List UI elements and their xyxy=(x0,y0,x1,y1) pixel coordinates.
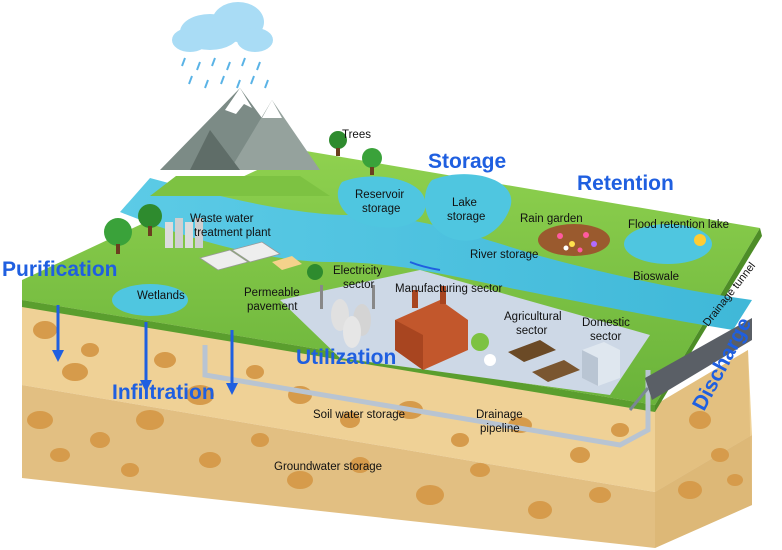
label-wetlands: Wetlands xyxy=(137,290,185,302)
heading-purification: Purification xyxy=(2,258,118,281)
permeable-pavement-blocks xyxy=(199,241,302,271)
power-plant xyxy=(320,285,375,348)
heading-retention: Retention xyxy=(577,172,674,195)
label-agricultural: Agricultural xyxy=(504,311,562,323)
drainage-tunnel-body xyxy=(645,318,752,400)
label-trees: Trees xyxy=(342,129,371,141)
label-domestic-2: sector xyxy=(590,331,621,343)
label-flood-lake: Flood retention lake xyxy=(628,219,729,231)
drainage-pipeline xyxy=(202,345,651,448)
rain-drops xyxy=(181,57,269,89)
rain-garden-bed xyxy=(538,224,610,256)
discharge-arrow xyxy=(628,387,650,411)
label-wwtp: Waste water xyxy=(190,213,254,225)
residential-building xyxy=(582,342,620,386)
label-bioswale: Bioswale xyxy=(633,271,679,283)
mountains xyxy=(150,88,330,196)
soil-pebbles xyxy=(27,321,743,519)
label-drainage-pipeline: Drainage xyxy=(476,409,523,421)
label-reservoir: Reservoir xyxy=(355,189,404,201)
heading-utilization: Utilization xyxy=(296,346,396,369)
flood-retention-pond xyxy=(624,224,712,264)
label-soil-water: Soil water storage xyxy=(313,409,405,421)
label-permeable: Permeable xyxy=(244,287,300,299)
rain-garden-flowers xyxy=(557,232,597,253)
wastewater-plant-tanks xyxy=(165,218,203,248)
label-groundwater: Groundwater storage xyxy=(274,461,382,473)
soil-right-face xyxy=(655,350,752,548)
soil-lower-layer xyxy=(22,385,752,548)
heading-infiltration: Infiltration xyxy=(112,381,215,404)
label-electricity: Electricity xyxy=(333,265,382,277)
label-permeable-2: pavement xyxy=(247,301,298,313)
rain-cloud xyxy=(172,2,273,89)
label-agricultural-2: sector xyxy=(516,325,547,337)
label-domestic: Domestic xyxy=(582,317,630,329)
label-wwtp-2: treatment plant xyxy=(194,227,272,239)
infiltration-arrows xyxy=(52,305,238,395)
wetlands-pond xyxy=(112,284,188,316)
label-lake: Lake xyxy=(452,197,477,209)
label-rain-garden: Rain garden xyxy=(520,213,583,225)
label-lake-2: storage xyxy=(447,211,485,223)
lake-pond xyxy=(424,174,512,241)
label-electricity-2: sector xyxy=(343,279,374,291)
trees xyxy=(104,131,706,280)
river-flow-arrow xyxy=(409,261,441,271)
label-drainage-pipeline-2: pipeline xyxy=(480,423,520,435)
reservoir-pond xyxy=(337,176,426,228)
label-river-storage: River storage xyxy=(470,249,538,261)
heading-storage: Storage xyxy=(428,150,506,173)
label-manufacturing: Manufacturing sector xyxy=(395,283,503,295)
river xyxy=(120,178,752,330)
label-reservoir-2: storage xyxy=(362,203,400,215)
farm-fields xyxy=(471,333,580,382)
factory xyxy=(395,286,468,370)
